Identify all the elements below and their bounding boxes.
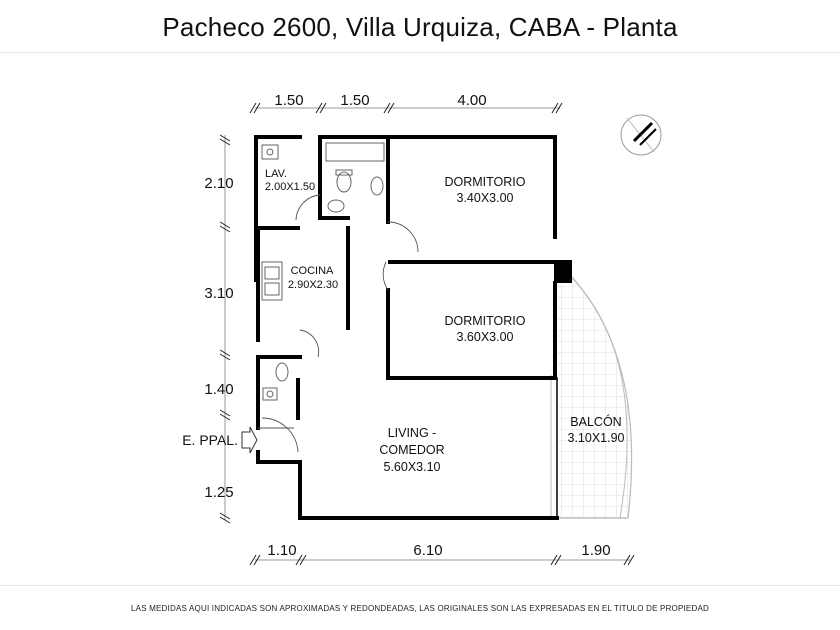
- walls: [254, 135, 559, 520]
- room-dormitorio2-size: 3.60X3.00: [457, 330, 514, 344]
- dim-left-3: 1.40: [204, 381, 233, 398]
- dim-bottom-3: 1.90: [581, 542, 610, 559]
- dimension-lines: [219, 102, 635, 566]
- dim-left-4: 1.25: [204, 484, 233, 501]
- room-lav-name: LAV.: [265, 168, 287, 180]
- room-balcon-name: BALCÓN: [570, 414, 621, 429]
- door-swings: [258, 194, 419, 453]
- north-compass-icon: [620, 114, 662, 156]
- bottom-divider: [0, 585, 840, 586]
- room-living-size: 5.60X3.10: [384, 460, 441, 474]
- room-cocina-name: COCINA: [291, 265, 334, 277]
- dim-left-1: 2.10: [204, 175, 233, 192]
- room-dormitorio1-size: 3.40X3.00: [457, 191, 514, 205]
- dim-bottom-2: 6.10: [413, 542, 442, 559]
- fixtures: [261, 142, 385, 401]
- page-title: Pacheco 2600, Villa Urquiza, CABA - Plan…: [162, 12, 678, 42]
- room-living-name-2: COMEDOR: [379, 443, 444, 457]
- room-living-name-1: LIVING -: [388, 426, 437, 440]
- room-dormitorio2-name: DORMITORIO: [444, 314, 525, 328]
- room-lav-size: 2.00X1.50: [265, 181, 315, 193]
- dim-top-2: 1.50: [340, 92, 369, 109]
- dim-top-3: 4.00: [457, 92, 486, 109]
- balcony-area: [550, 261, 633, 520]
- room-dormitorio1-name: DORMITORIO: [444, 175, 525, 189]
- entry-arrow-icon: [241, 426, 258, 454]
- dim-left-2: 3.10: [204, 285, 233, 302]
- dim-bottom-1: 1.10: [267, 542, 296, 559]
- room-balcon-size: 3.10X1.90: [568, 431, 625, 445]
- dim-top-1: 1.50: [274, 92, 303, 109]
- structural-column: [554, 260, 572, 283]
- top-divider: [0, 52, 840, 53]
- disclaimer-note: LAS MEDIDAS AQUI INDICADAS SON APROXIMAD…: [131, 604, 709, 613]
- room-cocina-size: 2.90X2.30: [288, 279, 338, 291]
- entrance-label: E. PPAL.: [182, 432, 238, 448]
